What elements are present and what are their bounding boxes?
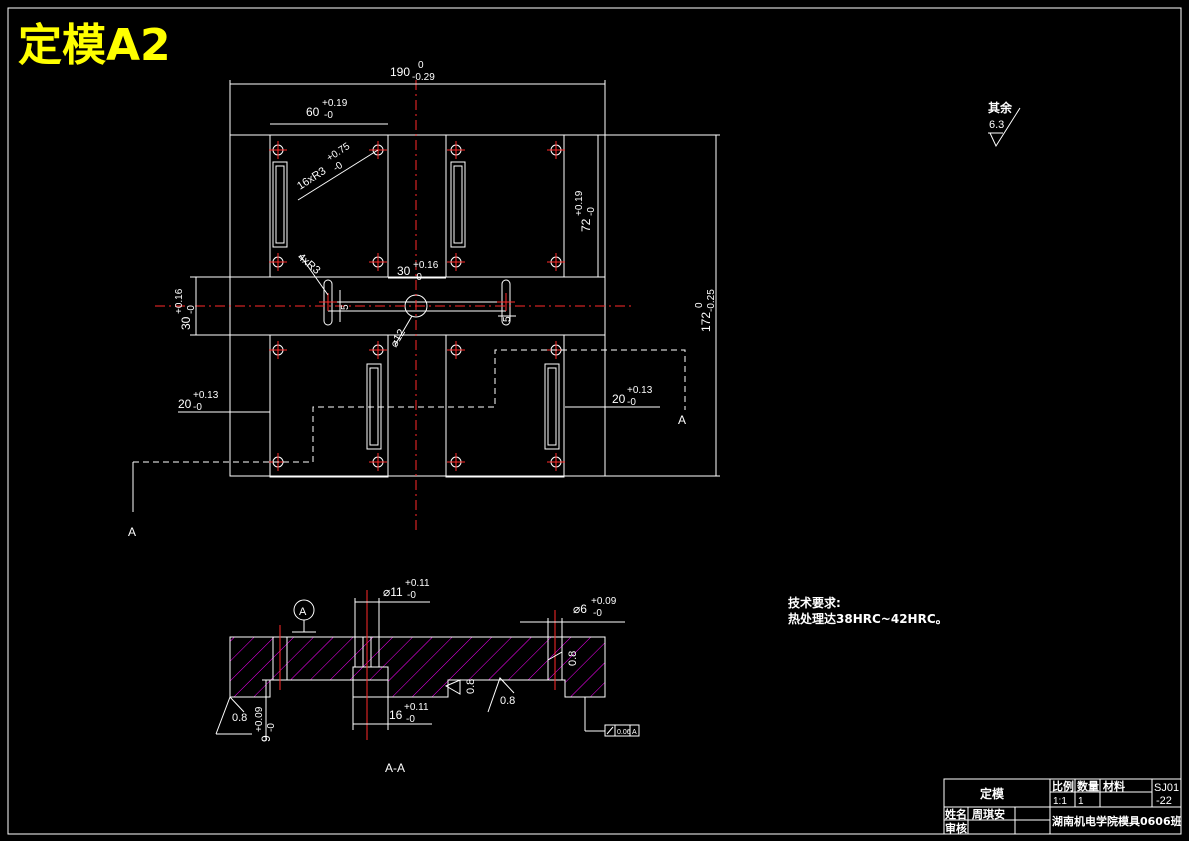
section-letter-left: A <box>128 525 136 539</box>
section-letter-right: A <box>678 413 686 427</box>
dim-offset-right: 20 <box>612 392 626 406</box>
dim-total-height: 172 <box>699 312 713 332</box>
section-body <box>229 636 606 698</box>
svg-text:1: 1 <box>1078 796 1084 807</box>
technical-notes: 技术要求: 热处理达38HRC~42HRC。 <box>788 595 948 626</box>
sheet-border <box>7 7 1182 835</box>
svg-text:-0: -0 <box>586 207 597 216</box>
svg-text:-22: -22 <box>1156 795 1172 807</box>
roughness-1: 0.8 <box>232 712 247 724</box>
surface-finish-note: 其余 6.3 <box>988 100 1021 148</box>
slot-tr <box>450 161 466 248</box>
svg-text:+0.13: +0.13 <box>627 385 653 396</box>
dim-60: 60 <box>306 105 320 119</box>
svg-text:+0.09: +0.09 <box>254 706 265 732</box>
svg-text:-0: -0 <box>593 608 602 619</box>
dim-runner-width-right: 5 <box>502 316 513 322</box>
dim-sprue: ⌀12 <box>388 327 408 349</box>
dim-bore: ⌀11 <box>383 585 403 599</box>
cavity-top-right <box>445 134 565 278</box>
svg-text:A: A <box>299 606 307 618</box>
dim-depth: 9 <box>259 735 273 742</box>
roughness-3: 0.8 <box>500 695 515 707</box>
svg-text:+0.16: +0.16 <box>413 260 439 271</box>
svg-text:6.3: 6.3 <box>989 119 1004 131</box>
svg-text:材料: 材料 <box>1103 779 1125 793</box>
svg-text:-0: -0 <box>407 590 416 601</box>
svg-text:比例: 比例 <box>1052 779 1074 793</box>
slot-br <box>544 363 560 450</box>
slot-tl <box>272 161 288 248</box>
section-view: ⌀11 +0.11 -0 ⌀6 +0.09 -0 16 +0.11 -0 9 +… <box>215 578 640 775</box>
drawing-title: 定模A2 <box>18 20 171 71</box>
section-cut-line <box>133 349 686 463</box>
svg-text:-0: -0 <box>324 110 333 121</box>
svg-text:-0.25: -0.25 <box>706 289 717 312</box>
svg-text:0.06: 0.06 <box>617 729 631 736</box>
dim-counterbore: 16 <box>389 708 403 722</box>
svg-text:A: A <box>632 729 637 736</box>
roughness-symbol-2 <box>444 679 461 695</box>
svg-text:姓名: 姓名 <box>945 807 967 821</box>
dim-corner-spec: 4xR3 <box>295 251 322 277</box>
svg-text:-0.29: -0.29 <box>412 72 435 83</box>
tb-school: 湖南机电学院模具0606班 <box>1052 814 1182 828</box>
cavity-bottom-right <box>445 334 565 478</box>
svg-text:0: 0 <box>694 302 705 308</box>
svg-text:1:1: 1:1 <box>1053 796 1067 807</box>
svg-text:审核: 审核 <box>945 821 967 835</box>
svg-text:0: 0 <box>418 60 424 71</box>
svg-text:-0: -0 <box>627 397 636 408</box>
dim-slot-spec: 16xR3 <box>295 165 328 192</box>
dim-runner-width-left: 5 <box>340 304 351 310</box>
svg-text:技术要求:: 技术要求: <box>788 595 841 610</box>
dim-left-height: 30 <box>179 316 193 330</box>
svg-text:数量: 数量 <box>1077 779 1099 793</box>
dim-right-height: 72 <box>579 218 593 232</box>
svg-text:+0.19: +0.19 <box>574 190 585 216</box>
svg-text:+0.11: +0.11 <box>404 702 429 713</box>
tolerance-frame <box>604 724 640 737</box>
title-block: 定模 比例 数量 材料 SJ01 -22 1:1 1 姓名 周琪安 审核 湖南机… <box>943 778 1182 835</box>
svg-text:+0.19: +0.19 <box>322 98 348 109</box>
roughness-4: 0.8 <box>567 651 579 666</box>
svg-text:-0: -0 <box>193 402 202 413</box>
plan-view: 190 0 -0.29 60 +0.19 -0 16xR3 +0.75 -0 4… <box>128 60 720 539</box>
svg-text:+0.16: +0.16 <box>174 288 185 314</box>
section-label: A-A <box>385 761 405 775</box>
svg-text:-0: -0 <box>413 272 422 283</box>
svg-text:+0.13: +0.13 <box>193 390 219 401</box>
roughness-2: 0.8 <box>465 679 477 694</box>
svg-text:+0.11: +0.11 <box>405 578 430 589</box>
svg-text:-0: -0 <box>186 305 197 314</box>
svg-text:+0.09: +0.09 <box>591 596 617 607</box>
dim-runner-gap: 30 <box>397 264 411 278</box>
svg-text:-0: -0 <box>406 714 415 725</box>
svg-text:其余: 其余 <box>988 100 1013 115</box>
svg-text:热处理达38HRC~42HRC。: 热处理达38HRC~42HRC。 <box>788 611 948 626</box>
svg-text:SJ01: SJ01 <box>1154 782 1179 794</box>
dim-offset-left: 20 <box>178 397 192 411</box>
dim-hole: ⌀6 <box>573 602 587 616</box>
tb-part-name: 定模 <box>980 786 1005 801</box>
dim-width: 190 <box>390 65 410 79</box>
svg-text:周琪安: 周琪安 <box>972 807 1005 821</box>
svg-text:-0: -0 <box>266 723 277 732</box>
